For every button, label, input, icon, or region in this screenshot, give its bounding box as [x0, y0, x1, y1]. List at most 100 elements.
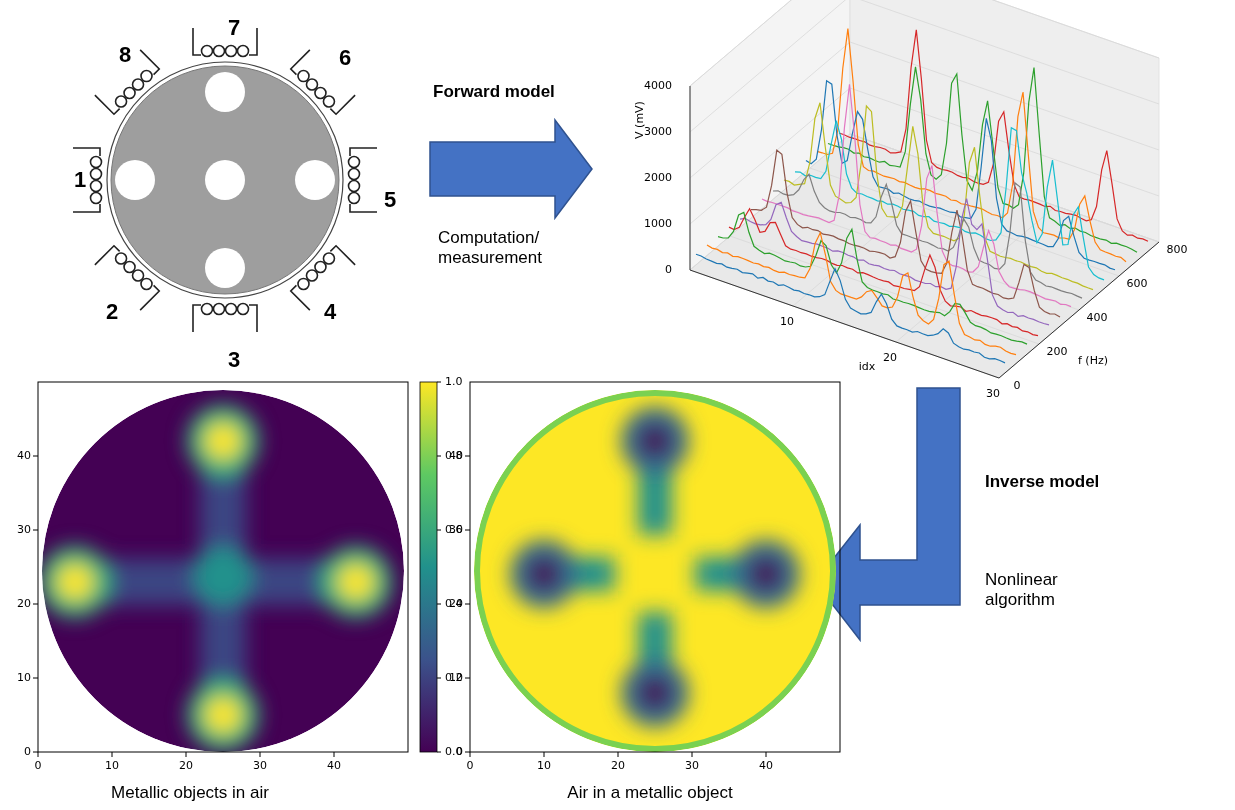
coil-number: 2 — [106, 299, 118, 325]
axis-tick: 40 — [449, 449, 463, 462]
axis-tick: 20 — [17, 597, 31, 610]
tick-mark — [33, 604, 38, 605]
tick-mark — [692, 752, 693, 757]
axis-tick: 800 — [1167, 243, 1188, 256]
tick-mark — [186, 752, 187, 757]
coil-number: 5 — [384, 187, 396, 213]
grid-line — [690, 0, 850, 132]
tick-mark — [33, 678, 38, 679]
tick-mark — [437, 752, 441, 753]
axis-tick: 30 — [253, 759, 267, 772]
coil-number: 7 — [228, 15, 240, 41]
axis-tick: 40 — [327, 759, 341, 772]
heatmap-metal-in-air — [38, 382, 437, 752]
panel-caption: Metallic objects in air — [111, 783, 269, 803]
axis-tick: 1000 — [644, 217, 672, 230]
plot-pane — [690, 134, 1159, 378]
spectrum-line — [707, 233, 1016, 355]
tick-mark — [437, 456, 441, 457]
coil-number: 6 — [339, 45, 351, 71]
coil-number: 4 — [324, 299, 336, 325]
arrow-caption: Nonlinear algorithm — [985, 570, 1085, 611]
axis-tick: 20 — [449, 597, 463, 610]
axis-tick: 0 — [24, 745, 31, 758]
tick-mark — [437, 678, 441, 679]
grid-line — [850, 0, 1159, 104]
coil-set — [73, 28, 377, 332]
axis-tick: 20 — [179, 759, 193, 772]
axis-tick: 0 — [1014, 379, 1021, 392]
tick-mark — [437, 604, 441, 605]
tick-mark — [465, 456, 470, 457]
axis-ticks — [33, 382, 766, 757]
axis-tick: 2000 — [644, 171, 672, 184]
tick-mark — [33, 752, 38, 753]
axis-tick: 3000 — [644, 125, 672, 138]
grid-line — [850, 0, 1159, 58]
tick-mark — [618, 752, 619, 757]
tick-mark — [38, 752, 39, 757]
tick-mark — [260, 752, 261, 757]
axis-tick: 200 — [1047, 345, 1068, 358]
panel-caption: Air in a metallic object — [567, 783, 732, 803]
axis-tick: 10 — [537, 759, 551, 772]
grid-line — [690, 42, 850, 178]
axis-label: f (Hz) — [1078, 354, 1108, 367]
axis-tick: 400 — [1087, 311, 1108, 324]
tick-mark — [465, 678, 470, 679]
tick-mark — [465, 530, 470, 531]
spectrum-line — [839, 30, 1148, 241]
axis-tick: 600 — [1127, 277, 1148, 290]
axis-tick: 10 — [449, 671, 463, 684]
axis-tick: 40 — [759, 759, 773, 772]
sensor-section — [107, 62, 343, 298]
grid-line — [810, 168, 1119, 276]
axis-tick: 20 — [883, 351, 897, 364]
tick-mark — [334, 752, 335, 757]
heatmap-air-in-metal — [470, 382, 840, 752]
tick-mark — [437, 382, 441, 383]
spectra-plot — [690, 0, 1159, 378]
grid-line — [690, 0, 850, 86]
coil-number: 3 — [228, 347, 240, 373]
tick-mark — [766, 752, 767, 757]
tick-mark — [33, 530, 38, 531]
forward-arrow — [430, 120, 592, 218]
axis-label: idx — [859, 361, 876, 374]
arrow-title: Forward model — [433, 82, 555, 102]
colorbar-tick: 1.0 — [445, 375, 463, 388]
inverse-arrow — [815, 388, 960, 640]
axis-tick: 30 — [449, 523, 463, 536]
axis-tick: 10 — [780, 315, 794, 328]
spectrum-line — [773, 174, 1082, 298]
axis-tick: 10 — [105, 759, 119, 772]
axis-tick: 0 — [665, 263, 672, 276]
tick-mark — [470, 752, 471, 757]
tick-mark — [437, 530, 441, 531]
axis-label: V (mV) — [633, 101, 646, 139]
axis-line — [690, 86, 691, 270]
axis-tick: 30 — [986, 387, 1000, 400]
spectrum-line — [696, 254, 1005, 363]
spectrum-line — [762, 84, 1071, 306]
axis-tick: 0 — [456, 745, 463, 758]
axis-tick: 0 — [35, 759, 42, 772]
grid-line — [850, 42, 1159, 150]
spectrum-line — [751, 150, 1060, 317]
axis-tick: 30 — [17, 523, 31, 536]
tick-mark — [465, 752, 470, 753]
coil-number: 8 — [119, 42, 131, 68]
axis-tick: 4000 — [644, 79, 672, 92]
tick-mark — [33, 456, 38, 457]
tick-mark — [544, 752, 545, 757]
axis-tick: 10 — [17, 671, 31, 684]
tick-mark — [112, 752, 113, 757]
grid-line — [770, 202, 1079, 310]
axis-tick: 0 — [467, 759, 474, 772]
tick-mark — [465, 604, 470, 605]
spectrum-line — [729, 209, 1038, 336]
arrow-caption: Computation/ measurement — [438, 228, 558, 269]
